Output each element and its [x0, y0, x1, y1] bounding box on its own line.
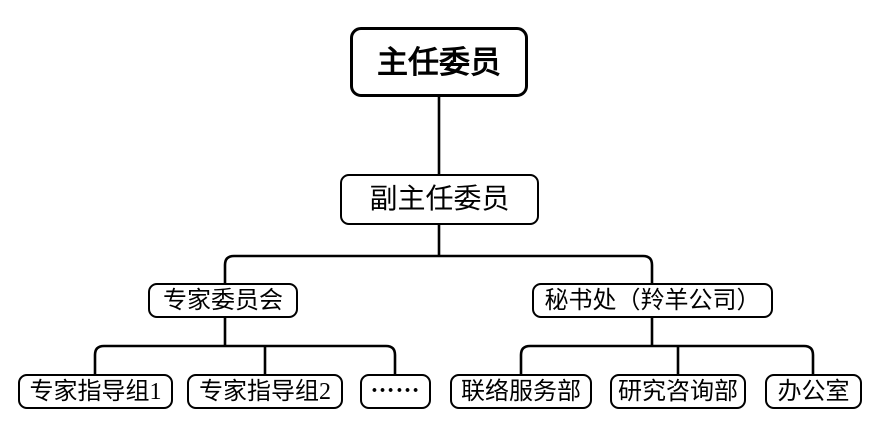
node-secretariat-label: 秘书处（羚羊公司）: [544, 287, 761, 314]
node-expert-group-1: 专家指导组1: [18, 374, 173, 409]
node-expert-group-1-label: 专家指导组1: [29, 378, 162, 405]
node-expert-committee-label: 专家委员会: [163, 287, 283, 314]
edge-secretariat-split: [519, 344, 815, 375]
node-vice-chairman: 副主任委员: [340, 174, 539, 225]
node-expert-committee: 专家委员会: [148, 283, 298, 318]
node-more-groups-ellipsis-label: ……: [370, 371, 421, 398]
edge-level3-split: [223, 254, 654, 284]
node-vice-chairman-label: 副主任委员: [369, 183, 510, 215]
node-liaison-service-dept: 联络服务部: [450, 374, 592, 409]
node-expert-group-2-label: 专家指导组2: [199, 378, 331, 405]
node-chairman-label: 主任委员: [377, 44, 501, 80]
node-secretariat: 秘书处（羚羊公司）: [532, 283, 773, 318]
node-more-groups-ellipsis: ……: [360, 371, 431, 409]
node-office-label: 办公室: [777, 378, 850, 405]
node-research-consulting-dept-label: 研究咨询部: [618, 378, 738, 405]
node-office: 办公室: [765, 374, 862, 409]
node-research-consulting-dept: 研究咨询部: [610, 374, 746, 409]
node-chairman: 主任委员: [350, 27, 528, 97]
node-liaison-service-dept-label: 联络服务部: [461, 378, 581, 405]
node-expert-group-2: 专家指导组2: [187, 374, 343, 409]
edge-expert-split: [93, 344, 397, 375]
